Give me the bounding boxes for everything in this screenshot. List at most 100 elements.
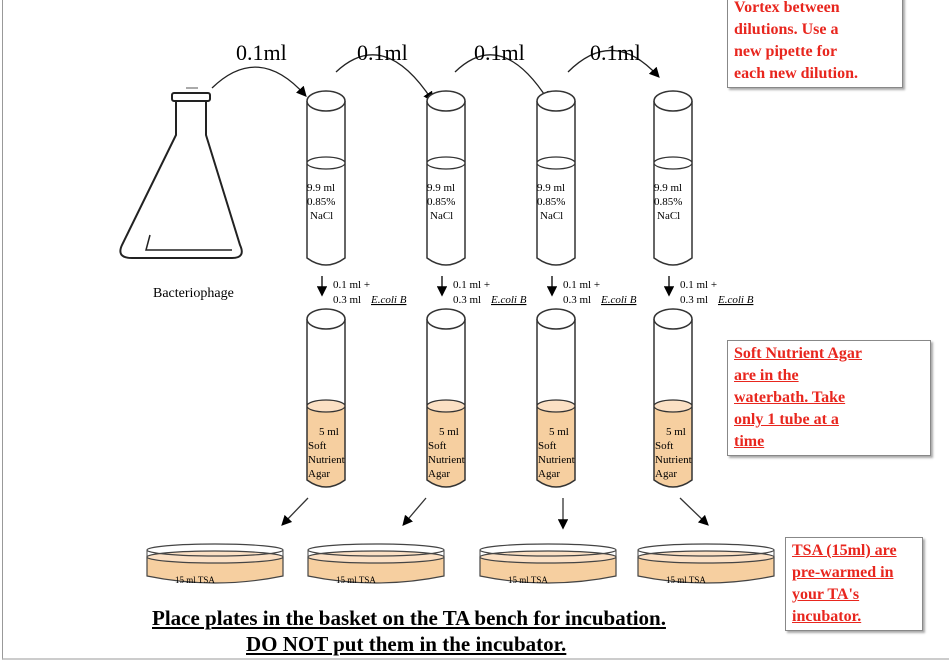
tube-concentration: 0.85%	[537, 196, 565, 208]
transfer-label: 0.1ml	[474, 40, 525, 65]
tube-volume: 9.9 ml	[307, 182, 335, 194]
tube-concentration: 0.85%	[427, 196, 455, 208]
agar-label-line: Agar	[428, 468, 450, 480]
agar-layer	[146, 556, 284, 584]
liquid-surface	[306, 399, 346, 413]
agar-layer	[637, 556, 775, 584]
agar-volume: 5 ml	[666, 426, 686, 438]
transfer-label: 0.1ml	[236, 40, 287, 65]
petri-plate	[146, 543, 284, 584]
agar-layer	[307, 556, 445, 584]
agar-surface	[479, 550, 617, 564]
tube-solution: NaCl	[430, 210, 453, 222]
agar-volume: 5 ml	[549, 426, 569, 438]
vortex-note: Vortex between dilutions. Use a new pipe…	[727, 0, 903, 88]
tube-body	[306, 319, 346, 488]
dilution-tube	[536, 90, 576, 266]
flask-label: Bacteriophage	[153, 286, 234, 301]
tube-opening	[306, 308, 346, 330]
agar-label-line: Nutrient	[538, 454, 575, 466]
organism-name: E.coli B	[370, 294, 407, 306]
agar-label-line: Nutrient	[655, 454, 692, 466]
liquid-surface	[426, 399, 466, 413]
tube-opening	[653, 308, 693, 330]
footer-line-1: Place plates in the basket on the TA ben…	[152, 606, 666, 630]
plate-label: 15 ml TSA	[666, 575, 706, 585]
liquid	[307, 406, 345, 487]
petri-plate	[307, 543, 445, 584]
note-line: time	[734, 433, 765, 450]
agar-label-line: Agar	[538, 468, 560, 480]
tube-opening	[653, 90, 693, 112]
petri-plate	[637, 543, 775, 584]
liquid-surface	[536, 156, 576, 170]
agar-tube	[653, 308, 693, 488]
tube-solution: NaCl	[657, 210, 680, 222]
note-line: are in the	[734, 367, 799, 384]
agar-volume: 5 ml	[319, 426, 339, 438]
tube-opening	[306, 90, 346, 112]
dilution-tube	[426, 90, 466, 266]
agar-tube	[426, 308, 466, 488]
transfer-note-line1: 0.1 ml +	[680, 279, 717, 291]
organism-name: E.coli B	[600, 294, 637, 306]
agar-layer	[479, 556, 617, 584]
transfer-note-line2: 0.3 ml	[453, 294, 481, 306]
transfer-note-line1: 0.1 ml +	[563, 279, 600, 291]
tube-body	[536, 101, 576, 266]
plate-arrow	[281, 497, 309, 526]
agar-label-line: Soft	[538, 440, 556, 452]
tube-opening	[426, 90, 466, 112]
tube-body	[653, 319, 693, 488]
transfer-arrow	[211, 66, 307, 97]
dilution-tube	[306, 90, 346, 266]
transfer-arrow	[454, 54, 550, 103]
liquid	[427, 406, 465, 487]
tube-body	[426, 319, 466, 488]
note-line: pre-warmed in	[792, 564, 894, 581]
tube-opening	[536, 90, 576, 112]
tube-opening	[536, 308, 576, 330]
note-line: incubator.	[792, 608, 862, 625]
agar-volume: 5 ml	[439, 426, 459, 438]
note-line: your TA's	[792, 586, 860, 603]
tube-body	[426, 101, 466, 266]
note-line: each new dilution.	[734, 65, 859, 82]
tsa-note: TSA (15ml) are pre-warmed in your TA's i…	[785, 537, 923, 631]
tube-solution: NaCl	[540, 210, 563, 222]
note-line: new pipette for	[734, 43, 838, 60]
agar-label-line: Agar	[655, 468, 677, 480]
agar-label-line: Nutrient	[428, 454, 465, 466]
tube-volume: 9.9 ml	[654, 182, 682, 194]
flask-shadow	[145, 234, 232, 251]
liquid-surface	[306, 156, 346, 170]
transfer-note-line2: 0.3 ml	[680, 294, 708, 306]
footer-line-2: DO NOT put them in the incubator.	[246, 632, 567, 656]
agar-label-line: Agar	[308, 468, 330, 480]
organism-name: E.coli B	[717, 294, 754, 306]
soft-agar-note: Soft Nutrient Agar are in the waterbath.…	[727, 340, 931, 456]
liquid-surface	[426, 156, 466, 170]
note-line: only 1 tube at a	[734, 411, 839, 428]
tube-body	[306, 101, 346, 266]
transfer-note-line2: 0.3 ml	[333, 294, 361, 306]
tube-body	[653, 101, 693, 266]
tube-volume: 9.9 ml	[427, 182, 455, 194]
liquid	[654, 406, 692, 487]
note-line: TSA (15ml) are	[792, 542, 897, 559]
agar-tube	[536, 308, 576, 488]
agar-surface	[146, 550, 284, 564]
agar-tube	[306, 308, 346, 488]
liquid-surface	[653, 156, 693, 170]
agar-surface	[637, 550, 775, 564]
plate-arrow	[402, 497, 427, 526]
agar-label-line: Soft	[428, 440, 446, 452]
transfer-arrow	[335, 54, 434, 103]
flask-lip	[171, 92, 211, 102]
tube-solution: NaCl	[310, 210, 333, 222]
tube-volume: 9.9 ml	[537, 182, 565, 194]
transfer-arrow	[567, 49, 660, 78]
